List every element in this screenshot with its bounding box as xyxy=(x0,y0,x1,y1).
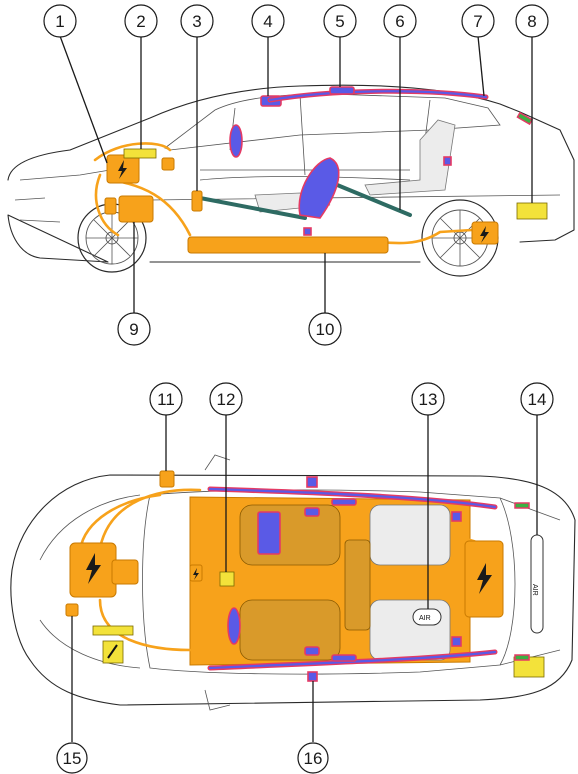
callout-15: 15 xyxy=(56,742,88,774)
svg-text:5: 5 xyxy=(335,12,344,31)
svg-text:1: 1 xyxy=(55,12,64,31)
side-roof-module xyxy=(329,86,355,95)
callout-16: 16 xyxy=(297,742,329,774)
top-hood-lines xyxy=(39,454,231,711)
top-rear-seat-left xyxy=(369,504,451,566)
top-front-seat-right xyxy=(239,599,341,661)
top-roof-module-left xyxy=(331,498,357,506)
side-front-detail xyxy=(14,169,111,223)
air-label-rear: AIR xyxy=(531,584,538,596)
high-voltage-bolt-icon xyxy=(193,568,199,580)
side-12v-unit xyxy=(161,157,175,171)
side-pillar-unit xyxy=(191,190,203,212)
top-green-module-1 xyxy=(514,502,530,509)
side-reinforcement-bar-2 xyxy=(328,180,412,217)
leader-7 xyxy=(477,35,485,97)
high-voltage-bolt-icon xyxy=(86,553,101,584)
svg-text:15: 15 xyxy=(63,749,82,768)
callout-13: 13 xyxy=(411,382,445,416)
svg-text:7: 7 xyxy=(473,12,482,31)
side-rear-sensor xyxy=(443,156,452,166)
top-climate-unit xyxy=(219,571,235,587)
top-center-console xyxy=(344,539,371,631)
callout-9: 9 xyxy=(117,312,151,346)
callout-5: 5 xyxy=(323,4,357,38)
high-voltage-bolt-icon xyxy=(480,226,489,243)
side-floor-sensor xyxy=(303,227,312,236)
side-rear-seat xyxy=(364,119,456,196)
svg-text:9: 9 xyxy=(129,320,138,339)
callout-6: 6 xyxy=(383,4,417,38)
svg-text:6: 6 xyxy=(395,12,404,31)
top-front-motor xyxy=(111,559,139,585)
svg-text:11: 11 xyxy=(157,390,175,409)
air-label-front: AIR xyxy=(419,615,431,622)
side-rear-yellow-unit xyxy=(516,202,548,220)
callout-14: 14 xyxy=(520,382,554,416)
top-green-module-2 xyxy=(514,654,530,661)
side-front-motor xyxy=(118,195,154,223)
svg-text:10: 10 xyxy=(316,320,335,339)
top-small-unit xyxy=(65,603,79,617)
side-fuse-box xyxy=(123,148,157,159)
side-steering-airbag xyxy=(229,124,243,158)
callout-3: 3 xyxy=(180,4,214,38)
callout-1: 1 xyxy=(43,4,77,38)
air-badge-front xyxy=(412,608,442,626)
top-seat-airbag-left xyxy=(304,507,320,517)
svg-text:13: 13 xyxy=(419,390,438,409)
svg-text:12: 12 xyxy=(217,390,236,409)
callout-2: 2 xyxy=(124,4,158,38)
high-voltage-bolt-icon xyxy=(118,160,127,179)
svg-text:4: 4 xyxy=(263,12,272,31)
side-door-lines xyxy=(149,169,561,201)
svg-text:3: 3 xyxy=(192,12,201,31)
side-hv-cable xyxy=(93,142,474,245)
callout-4: 4 xyxy=(251,4,285,38)
callout-12: 12 xyxy=(209,382,243,416)
top-sensor-4 xyxy=(307,671,318,682)
callout-7: 7 xyxy=(461,4,495,38)
callout-8: 8 xyxy=(515,4,549,38)
top-hv-cable xyxy=(78,488,490,652)
side-rear-green-module xyxy=(516,111,534,126)
top-front-airbag-left xyxy=(257,511,281,555)
side-seat-airbag xyxy=(298,157,340,219)
high-voltage-bolt-icon xyxy=(477,563,492,594)
side-reinforcement-bar-1 xyxy=(198,196,307,220)
side-hv-battery xyxy=(187,236,389,254)
svg-text:8: 8 xyxy=(527,12,536,31)
side-front-small-unit xyxy=(104,197,117,215)
top-sensor-1 xyxy=(306,476,318,488)
top-12v-unit xyxy=(159,470,175,488)
top-seat-airbag-right xyxy=(304,646,320,656)
svg-text:2: 2 xyxy=(136,12,145,31)
svg-text:14: 14 xyxy=(528,390,547,409)
svg-text:16: 16 xyxy=(304,749,323,768)
top-view: AIR AIR xyxy=(10,415,576,742)
callout-10: 10 xyxy=(308,312,342,346)
top-steering-airbag xyxy=(227,607,241,645)
side-view xyxy=(7,35,575,313)
callout-11: 11 xyxy=(149,382,183,416)
top-front-seat-left xyxy=(239,504,341,566)
side-body-outline xyxy=(7,84,575,263)
top-body-outline xyxy=(10,474,576,706)
top-rear-seat-right xyxy=(369,599,451,661)
top-sensor-3 xyxy=(451,636,462,647)
top-sensor-2 xyxy=(451,511,462,522)
top-fuse-box xyxy=(92,625,134,636)
top-roof-module-right xyxy=(331,654,357,662)
leader-1 xyxy=(59,35,108,164)
